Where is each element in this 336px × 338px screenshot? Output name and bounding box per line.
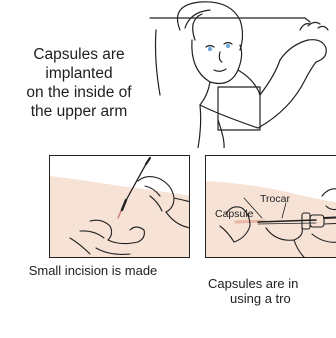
incision-caption: Small incision is made [0,263,186,278]
intro-line-1: Capsules are [0,45,158,64]
intro-line-2: implanted [0,64,158,83]
capsule-label: Capsule [215,208,254,220]
intro-line-4: the upper arm [0,102,158,121]
trocar-label: Trocar [260,193,290,205]
intro-text: Capsules are implanted on the inside of … [0,45,158,121]
intro-line-3: on the inside of [0,83,158,102]
incision-panel [49,155,190,258]
insertion-caption-line-1: Capsules are in [208,276,298,291]
woman-arm-illustration [140,0,336,148]
insertion-panel [205,155,336,258]
insertion-caption-line-2: using a tro [208,291,298,306]
insertion-caption: Capsules are in using a tro [208,276,298,306]
